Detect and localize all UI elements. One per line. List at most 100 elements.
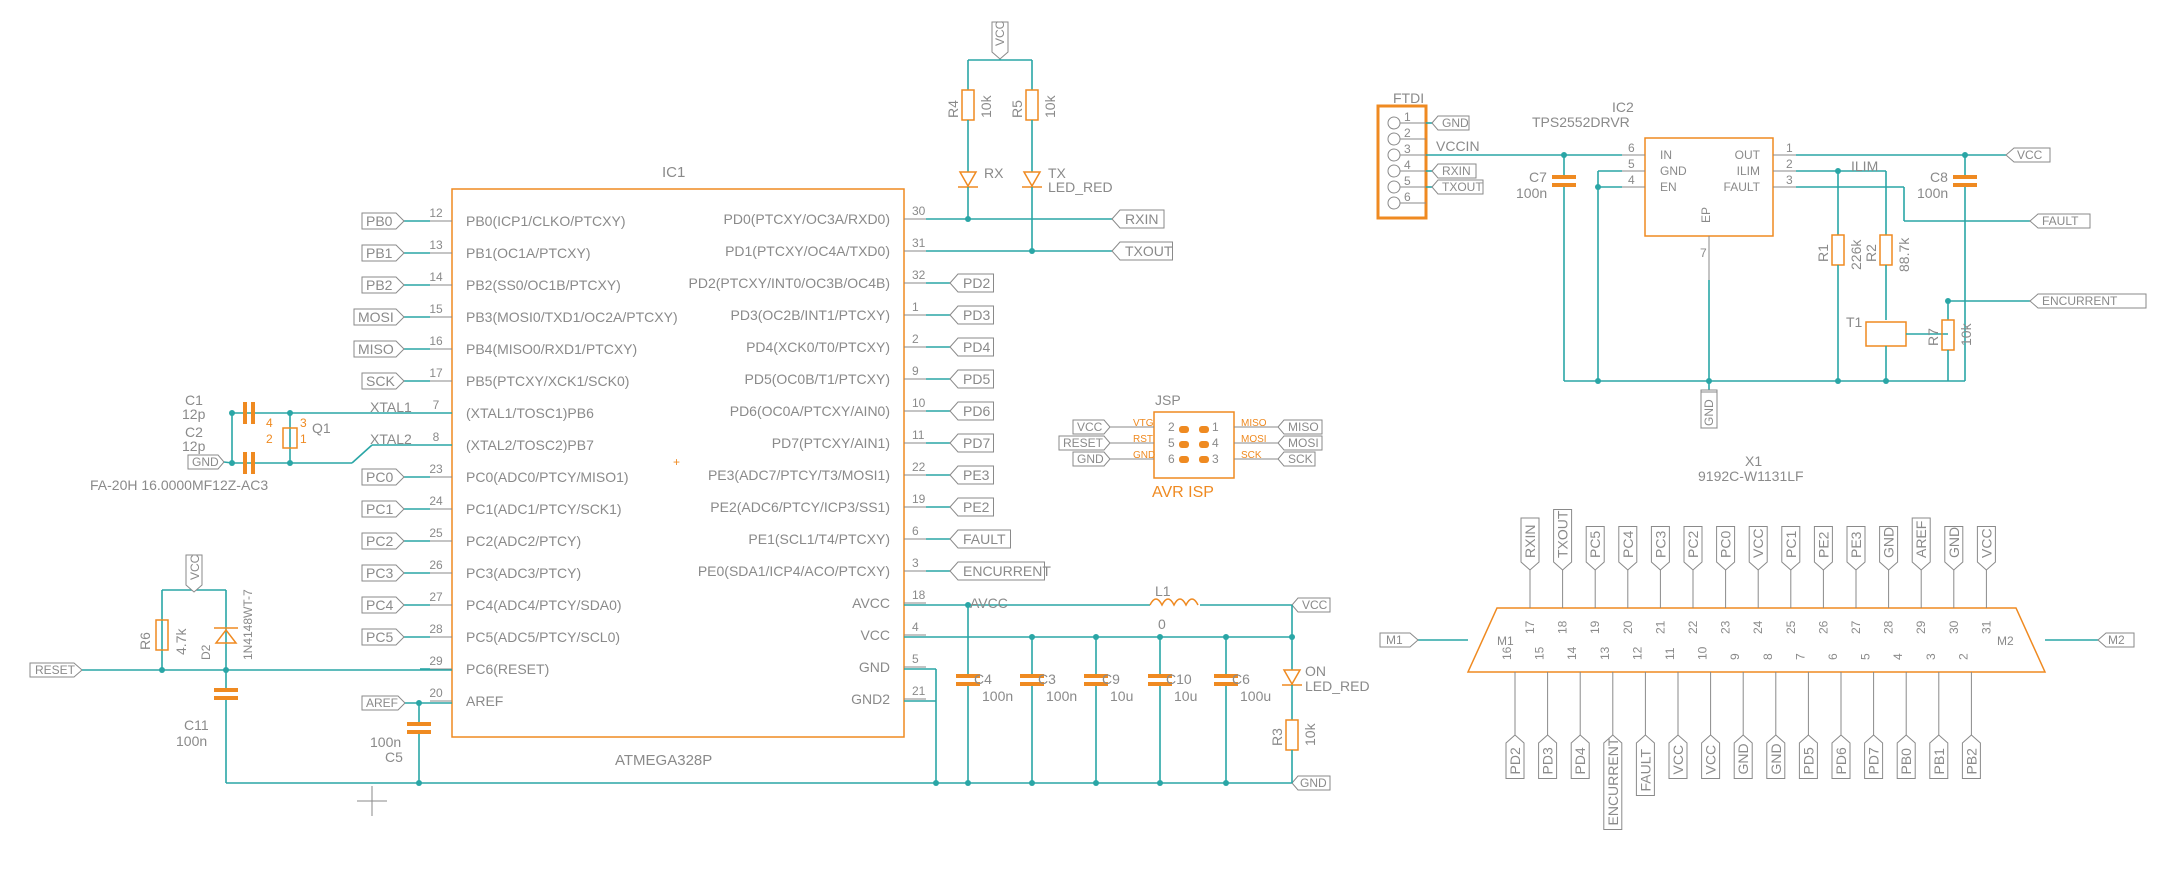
c1-capacitor[interactable]: [243, 402, 247, 424]
on-led[interactable]: [1282, 669, 1302, 686]
isp-flag-miso[interactable]: [1277, 419, 1323, 435]
x1-flag-vcc[interactable]: [1976, 526, 1996, 571]
avcc-label: AVCC: [970, 595, 1008, 611]
c11-capacitor[interactable]: [214, 688, 238, 692]
x1-flag-gnd[interactable]: [1944, 526, 1964, 571]
isp-flag-reset[interactable]: [1058, 435, 1111, 451]
x1-flag-vcc[interactable]: [1701, 734, 1721, 779]
x1-flag-pc5[interactable]: [1585, 526, 1605, 571]
r7-resistor[interactable]: [1941, 319, 1955, 351]
x1-flag-gnd[interactable]: [1766, 734, 1786, 779]
mcu-net-flag-pd5[interactable]: [949, 369, 994, 389]
mcu-net-flag-sck[interactable]: [361, 372, 405, 390]
reset-flag[interactable]: [29, 662, 83, 678]
x1-flag-pc2[interactable]: [1683, 526, 1703, 571]
x1-flag-pc4[interactable]: [1618, 526, 1638, 571]
x1-flag-pc3[interactable]: [1650, 526, 1670, 571]
aref-flag[interactable]: [361, 695, 406, 711]
t1-transistor[interactable]: [1865, 321, 1907, 347]
mcu-net-flag-pe2[interactable]: [949, 497, 994, 517]
x1-flag-aref[interactable]: [1911, 517, 1931, 571]
x1-flag-pd4[interactable]: [1570, 734, 1590, 779]
c5-capacitor[interactable]: [407, 722, 431, 726]
x1-flag-pd2[interactable]: [1505, 734, 1525, 779]
x1-flag-pb2[interactable]: [1961, 734, 1981, 779]
mcu-net-flag-pd2[interactable]: [949, 273, 994, 293]
x1-flag-pe2[interactable]: [1813, 526, 1833, 571]
ftdi-flag-rxin[interactable]: [1431, 163, 1477, 179]
x1-flag-encurrent[interactable]: [1603, 734, 1623, 830]
cap-c6[interactable]: [1214, 674, 1238, 678]
mcu-net-flag-pb1[interactable]: [361, 244, 405, 262]
c7-capacitor[interactable]: [1552, 175, 1576, 179]
x1-flag-rxin[interactable]: [1520, 517, 1540, 571]
q1-crystal[interactable]: [282, 427, 298, 449]
x1-flag-txout[interactable]: [1553, 509, 1573, 571]
mcu-net-flag-pc2[interactable]: [361, 532, 405, 550]
d2-diode[interactable]: [214, 628, 238, 644]
mcu-net-flag-miso[interactable]: [353, 340, 405, 358]
mcu-net-flag-pc4[interactable]: [361, 596, 405, 614]
mcu-net-flag-pd6[interactable]: [949, 401, 994, 421]
x1-flag-fault[interactable]: [1635, 734, 1655, 796]
isp-flag-vcc[interactable]: [1072, 419, 1111, 435]
connector-x1[interactable]: X1 9192C-W1131LF M1 M2 M1 M2 17RXIN18TXO…: [1379, 453, 2135, 830]
x1-flag-pb1[interactable]: [1929, 734, 1949, 779]
mcu-net-flag-rxin[interactable]: [1111, 209, 1165, 229]
x1-flag-gnd[interactable]: [1879, 526, 1899, 571]
x1-flag-pd7[interactable]: [1864, 734, 1884, 779]
c2-capacitor[interactable]: [243, 452, 247, 474]
x1-flag-gnd[interactable]: [1733, 734, 1753, 779]
l1-inductor[interactable]: [1149, 598, 1199, 607]
mcu-net-flag-pc0[interactable]: [361, 468, 405, 486]
x1-flag-vcc[interactable]: [1668, 734, 1688, 779]
ftdi-flag-txout[interactable]: [1431, 179, 1484, 195]
x1-flag-vcc[interactable]: [1748, 526, 1768, 571]
x1-flag-pd3[interactable]: [1538, 734, 1558, 779]
mcu-net-flag-txout[interactable]: [1111, 241, 1173, 261]
cap-c3[interactable]: [1020, 674, 1044, 678]
cap-c4[interactable]: [956, 674, 980, 678]
mcu-net-flag-pc1[interactable]: [361, 500, 405, 518]
x1-flag-pb0[interactable]: [1896, 734, 1916, 779]
c8-capacitor[interactable]: [1953, 175, 1977, 179]
mcu-net-flag-fault[interactable]: [949, 529, 1011, 549]
x1-value: 9192C-W1131LF: [1698, 468, 1804, 484]
mcu-net-flag-mosi[interactable]: [353, 308, 405, 326]
ftdi-flag-gnd[interactable]: [1431, 115, 1470, 131]
mcu-net-flag-pc5[interactable]: [361, 628, 405, 646]
isp-flag-sck[interactable]: [1277, 451, 1316, 467]
isp-flag-gnd[interactable]: [1072, 451, 1111, 467]
cap-c9[interactable]: [1084, 674, 1108, 678]
mcu-pin-name: GND: [859, 659, 890, 675]
mcu-net-flag-pb0[interactable]: [361, 212, 405, 230]
r1-resistor[interactable]: [1831, 234, 1845, 266]
mcu-net-flag-pd4[interactable]: [949, 337, 994, 357]
r2-resistor[interactable]: [1879, 234, 1893, 266]
rx-led[interactable]: [958, 171, 978, 188]
mcu-net-flag-pc3[interactable]: [361, 564, 405, 582]
cap-c10[interactable]: [1148, 674, 1172, 678]
mcu-net-flag-pb2[interactable]: [361, 276, 405, 294]
x1-flag-pd6[interactable]: [1831, 734, 1851, 779]
mcu-net-flag-pe3[interactable]: [949, 465, 994, 485]
x1-flag-pc1[interactable]: [1781, 526, 1801, 571]
x1-flag-label: GND: [1735, 743, 1751, 774]
mcu-net-flag-encurrent[interactable]: [949, 561, 1045, 581]
r5-resistor[interactable]: [1025, 89, 1039, 121]
r3-resistor[interactable]: [1285, 719, 1299, 751]
r6-resistor[interactable]: [155, 619, 169, 651]
x1-flag-pd5[interactable]: [1798, 734, 1818, 779]
mcu-net-flag-pd3[interactable]: [949, 305, 994, 325]
x1-flag-pe3[interactable]: [1846, 526, 1866, 571]
mcu-net-flag-pd7[interactable]: [949, 433, 994, 453]
isp-flag-mosi[interactable]: [1277, 435, 1323, 451]
tx-led[interactable]: [1022, 171, 1042, 188]
r4-resistor[interactable]: [961, 89, 975, 121]
x1-flag-pc0[interactable]: [1716, 526, 1736, 571]
